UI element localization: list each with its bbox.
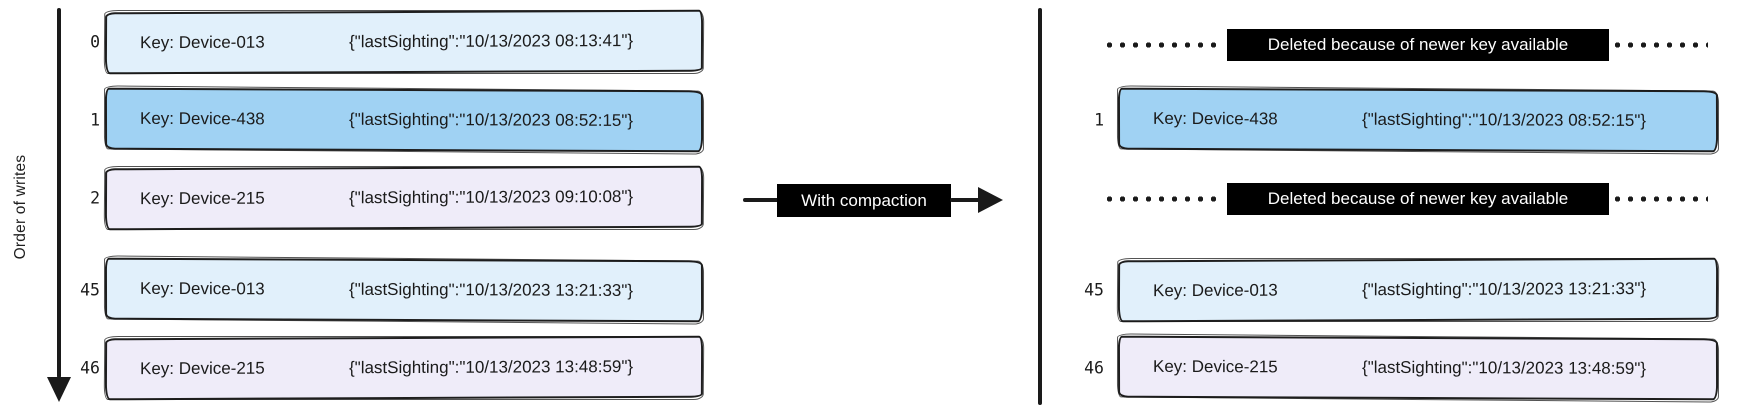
record-key: Key: Device-013 <box>139 278 265 299</box>
record-index: 45 <box>80 280 100 300</box>
compaction-arrow-line <box>743 198 779 202</box>
record-key: Key: Device-438 <box>139 108 265 129</box>
record-index: 2 <box>90 188 100 208</box>
arrow-right-icon <box>978 187 1003 213</box>
log-record-row: Key: Device-215 {"lastSighting":"10/13/2… <box>104 165 704 231</box>
log-record-row: Key: Device-215 {"lastSighting":"10/13/2… <box>104 335 704 401</box>
record-index: 46 <box>80 358 100 378</box>
record-value: {"lastSighting":"10/13/2023 13:48:59"} <box>348 357 634 378</box>
record-index: 1 <box>90 110 100 130</box>
arrow-down-icon <box>47 377 71 402</box>
compacted-record-row: Key: Device-013 {"lastSighting":"10/13/2… <box>1117 257 1719 323</box>
record-index: 45 <box>1084 280 1104 300</box>
record-key: Key: Device-215 <box>139 358 265 379</box>
record-value: {"lastSighting":"10/13/2023 08:13:41"} <box>348 31 634 52</box>
record-key: Key: Device-013 <box>139 32 265 53</box>
deleted-label: Deleted because of newer key available <box>1227 29 1609 61</box>
record-value: {"lastSighting":"10/13/2023 09:10:08"} <box>348 187 634 208</box>
deleted-label: Deleted because of newer key available <box>1227 183 1609 215</box>
dotted-line <box>1106 195 1222 203</box>
record-key: Key: Device-438 <box>1152 108 1278 129</box>
log-record-row: Key: Device-013 {"lastSighting":"10/13/2… <box>104 257 704 323</box>
compaction-arrow-line <box>950 198 982 202</box>
record-key: Key: Device-013 <box>1152 280 1278 301</box>
record-value: {"lastSighting":"10/13/2023 08:52:15"} <box>348 109 634 130</box>
compacted-log-axis-line <box>1038 8 1042 405</box>
record-key: Key: Device-215 <box>139 188 265 209</box>
order-of-writes-axis-label: Order of writes <box>12 154 29 260</box>
record-value: {"lastSighting":"10/13/2023 13:21:33"} <box>1361 279 1647 300</box>
order-of-writes-axis-line <box>57 8 61 378</box>
record-value: {"lastSighting":"10/13/2023 13:21:33"} <box>348 279 634 300</box>
record-index: 46 <box>1084 358 1104 378</box>
record-index: 1 <box>1094 110 1104 130</box>
record-value: {"lastSighting":"10/13/2023 13:48:59"} <box>1361 357 1647 378</box>
compaction-arrow-label: With compaction <box>777 184 951 217</box>
dotted-line <box>1106 41 1222 49</box>
compacted-record-row: Key: Device-215 {"lastSighting":"10/13/2… <box>1117 335 1719 401</box>
dotted-line <box>1614 195 1708 203</box>
compacted-record-row: Key: Device-438 {"lastSighting":"10/13/2… <box>1117 87 1719 153</box>
log-record-row: Key: Device-438 {"lastSighting":"10/13/2… <box>104 87 704 153</box>
log-record-row: Key: Device-013 {"lastSighting":"10/13/2… <box>104 9 704 75</box>
record-value: {"lastSighting":"10/13/2023 08:52:15"} <box>1361 109 1647 130</box>
dotted-line <box>1614 41 1708 49</box>
record-key: Key: Device-215 <box>1152 356 1278 377</box>
record-index: 0 <box>90 32 100 52</box>
